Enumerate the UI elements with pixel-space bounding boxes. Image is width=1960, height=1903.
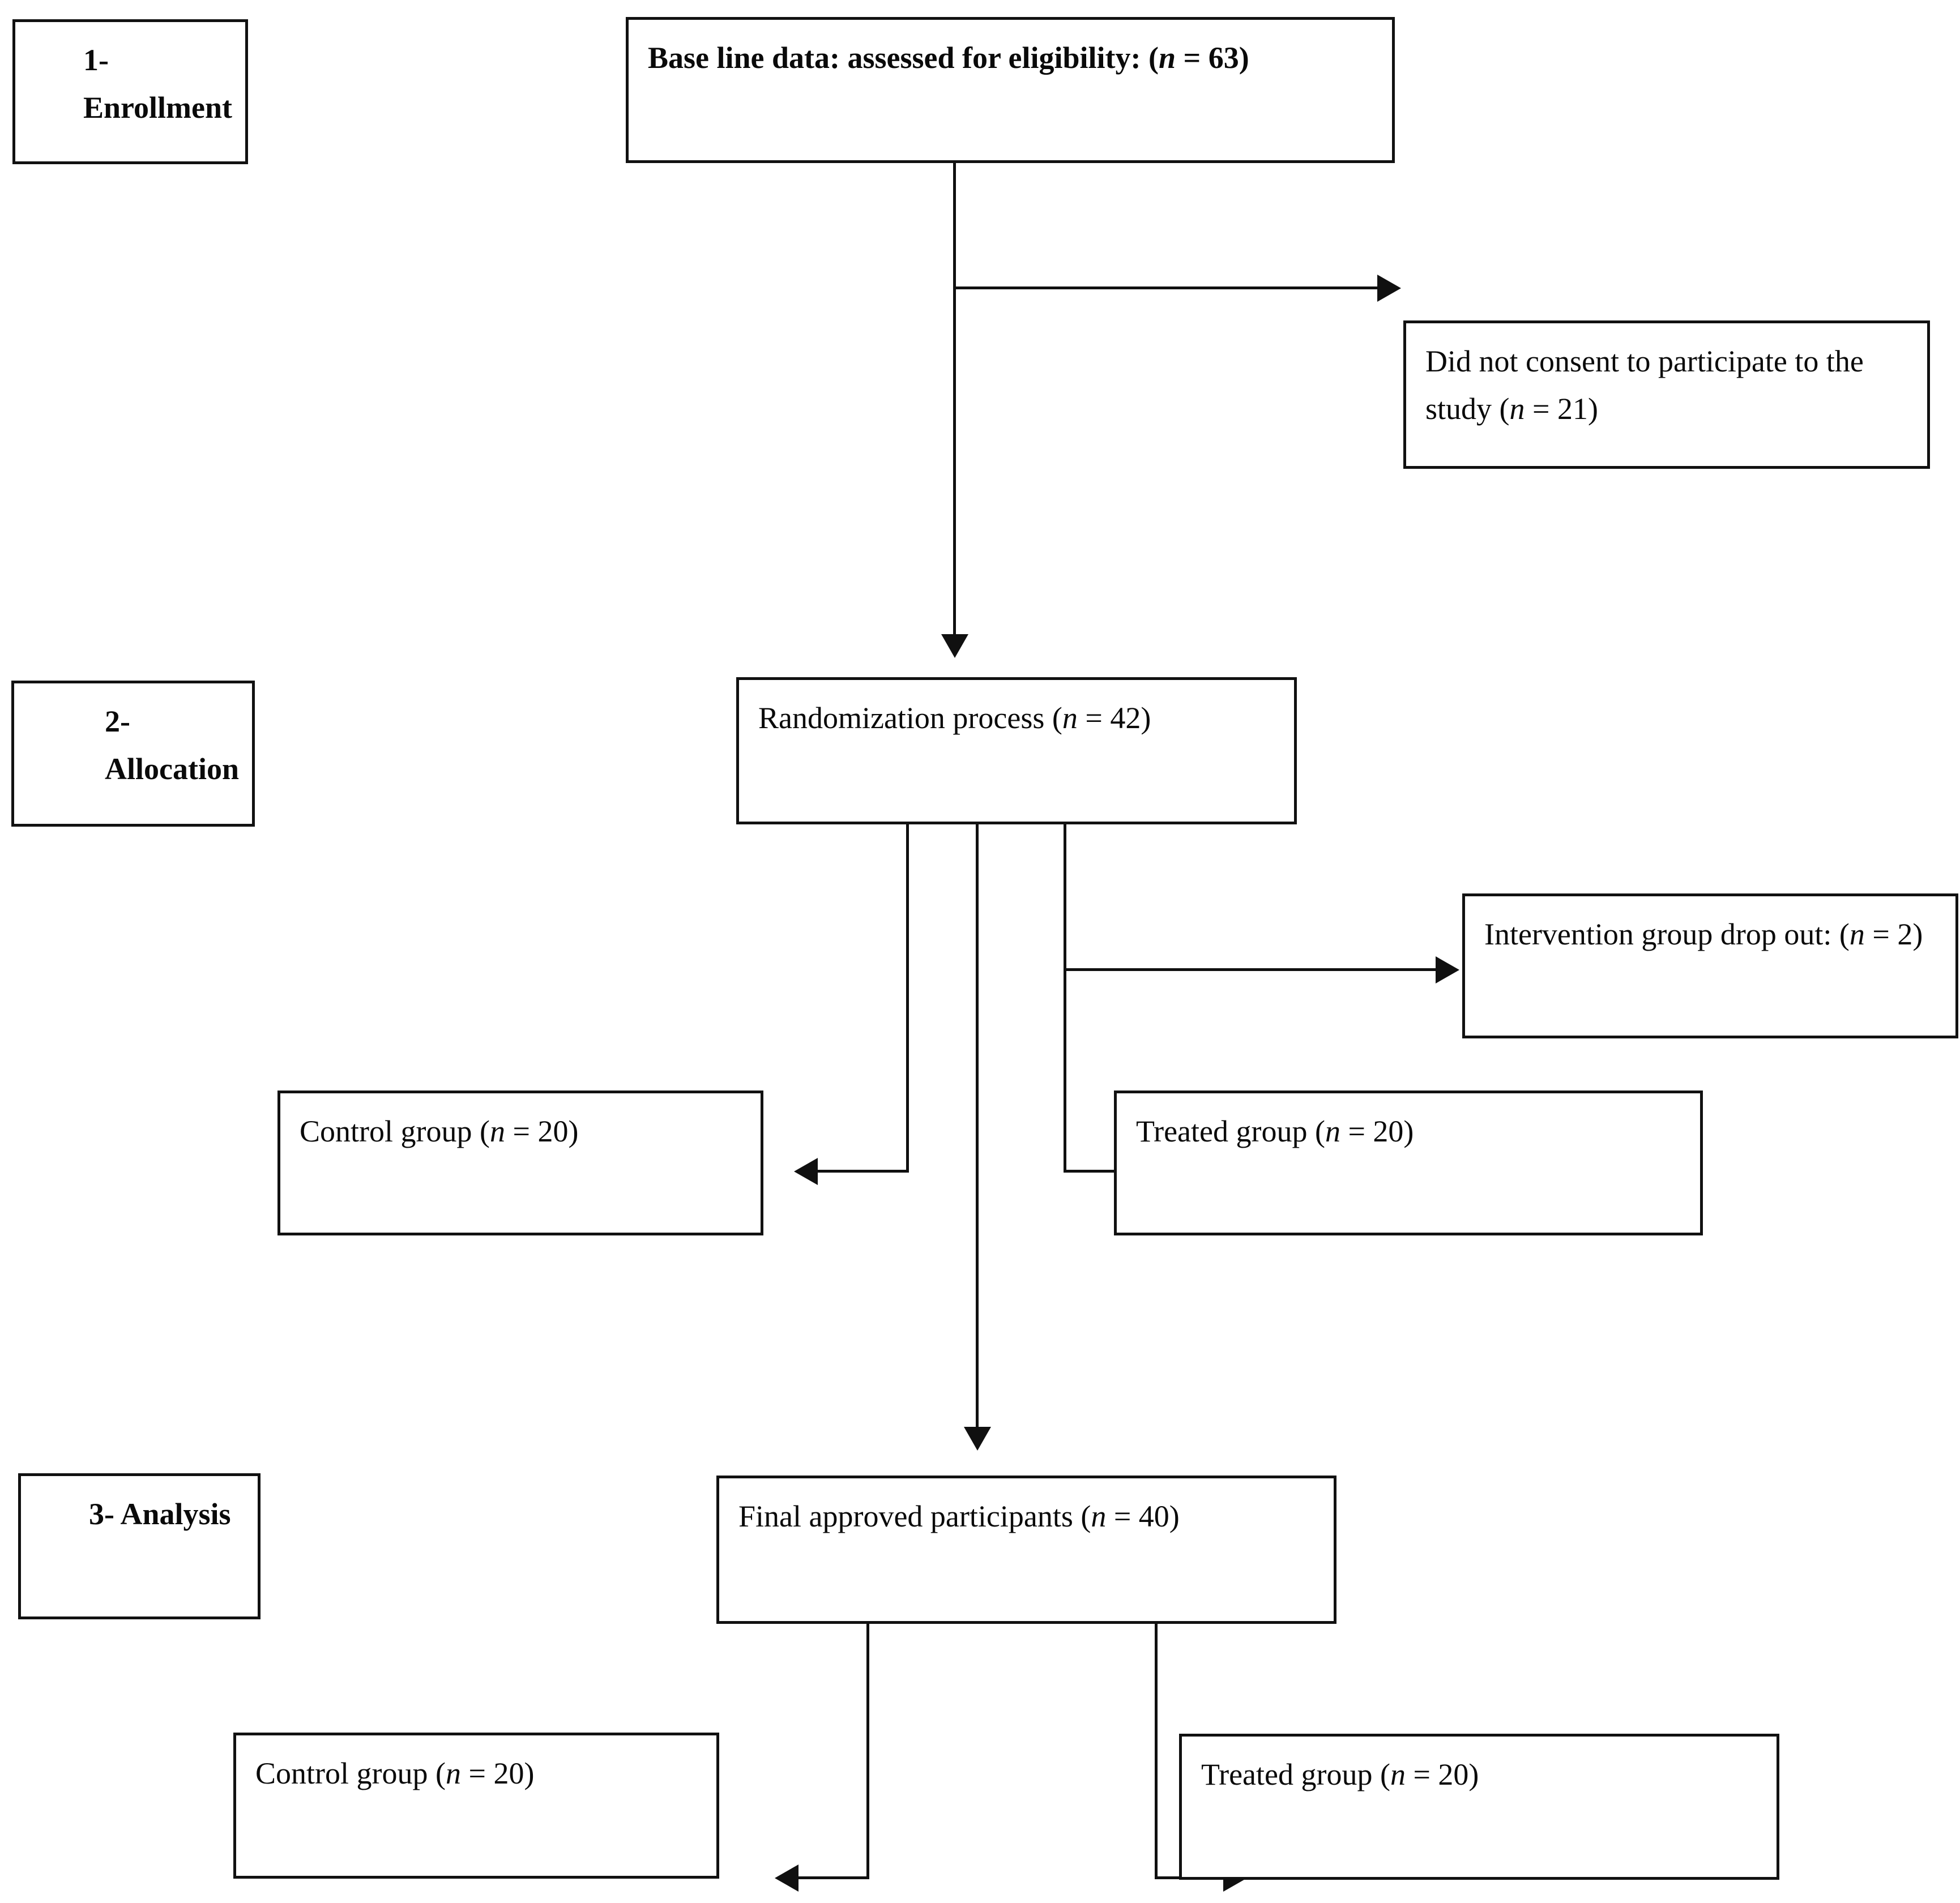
node-treated-group-analysis: Treated group (n = 20) bbox=[1179, 1734, 1779, 1880]
node-intervention-dropout-label: Intervention group drop out: (n = 2) bbox=[1484, 911, 1938, 959]
node-treated-group-allocation-label: Treated group (n = 20) bbox=[1136, 1108, 1683, 1156]
connector-final-to-control-vline bbox=[866, 1623, 869, 1879]
treated-analysis-prefix: Treated group ( bbox=[1201, 1757, 1390, 1791]
arrow-baseline-to-not-consent bbox=[1377, 275, 1401, 302]
node-did-not-consent-label: Did not consent to participate to the st… bbox=[1425, 338, 1910, 433]
dropout-prefix: Intervention group drop out: ( bbox=[1484, 917, 1850, 951]
arrow-randomization-to-control bbox=[794, 1158, 818, 1185]
final-suffix: = 40) bbox=[1106, 1499, 1180, 1533]
dropout-n-italic: n bbox=[1849, 917, 1865, 951]
connector-randomization-to-control-vline bbox=[906, 824, 909, 1172]
node-treated-group-allocation: Treated group (n = 20) bbox=[1114, 1091, 1703, 1235]
control-analysis-suffix: = 20) bbox=[460, 1756, 535, 1790]
arrow-final-to-control bbox=[775, 1864, 798, 1892]
stage-label-enrollment: 1- Enrollment bbox=[83, 43, 233, 125]
arrow-randomization-to-final bbox=[964, 1427, 991, 1451]
arrow-randomization-to-dropout bbox=[1436, 956, 1459, 983]
connector-randomization-to-dropout-hline bbox=[1064, 968, 1437, 971]
connector-randomization-to-control-hline bbox=[818, 1170, 909, 1173]
final-n-italic: n bbox=[1091, 1499, 1107, 1533]
randomization-prefix: Randomization process ( bbox=[758, 701, 1062, 735]
stage-box-allocation: 2- Allocation bbox=[11, 681, 255, 827]
control-alloc-suffix: = 20) bbox=[505, 1114, 579, 1148]
control-analysis-prefix: Control group ( bbox=[255, 1756, 446, 1790]
treated-analysis-n-italic: n bbox=[1390, 1757, 1406, 1791]
baseline-prefix: Base line data: assessed for eligibility… bbox=[648, 41, 1159, 75]
connector-final-to-treated-vline bbox=[1155, 1623, 1158, 1879]
node-baseline-data: Base line data: assessed for eligibility… bbox=[626, 17, 1395, 163]
node-did-not-consent: Did not consent to participate to the st… bbox=[1403, 320, 1930, 469]
randomization-n-italic: n bbox=[1062, 701, 1078, 735]
node-baseline-data-label: Base line data: assessed for eligibility… bbox=[648, 35, 1375, 82]
control-alloc-n-italic: n bbox=[489, 1114, 505, 1148]
baseline-n-italic: n bbox=[1158, 41, 1176, 75]
randomization-suffix: = 42) bbox=[1077, 701, 1151, 735]
node-randomization-process: Randomization process (n = 42) bbox=[736, 677, 1297, 824]
connector-baseline-to-randomization-vline bbox=[953, 163, 956, 638]
stage-label-allocation: 2- Allocation bbox=[105, 704, 239, 786]
node-control-group-analysis: Control group (n = 20) bbox=[233, 1733, 719, 1879]
control-analysis-n-italic: n bbox=[445, 1756, 461, 1790]
stage-box-enrollment: 1- Enrollment bbox=[12, 19, 248, 164]
node-final-approved-label: Final approved participants (n = 40) bbox=[738, 1493, 1317, 1541]
node-intervention-dropout: Intervention group drop out: (n = 2) bbox=[1462, 893, 1958, 1038]
stage-label-analysis: 3- Analysis bbox=[89, 1497, 231, 1531]
not-consent-suffix: = 21) bbox=[1525, 391, 1598, 426]
treated-alloc-n-italic: n bbox=[1325, 1114, 1340, 1148]
connector-randomization-to-final-vline bbox=[976, 824, 979, 1430]
node-randomization-label: Randomization process (n = 42) bbox=[758, 695, 1277, 742]
node-control-group-allocation: Control group (n = 20) bbox=[277, 1091, 763, 1235]
node-final-approved-participants: Final approved participants (n = 40) bbox=[716, 1476, 1336, 1624]
not-consent-n-italic: n bbox=[1509, 391, 1525, 426]
connector-randomization-right-branch-vline bbox=[1064, 824, 1066, 1172]
arrow-baseline-to-randomization bbox=[941, 634, 968, 658]
treated-alloc-prefix: Treated group ( bbox=[1136, 1114, 1325, 1148]
treated-alloc-suffix: = 20) bbox=[1340, 1114, 1414, 1148]
connector-randomization-to-treated-hline bbox=[1064, 1170, 1134, 1173]
not-consent-prefix: Did not consent to participate to the st… bbox=[1425, 344, 1864, 426]
node-control-group-allocation-label: Control group (n = 20) bbox=[300, 1108, 744, 1156]
connector-baseline-to-not-consent-hline bbox=[953, 286, 1379, 289]
baseline-suffix: = 63) bbox=[1176, 41, 1249, 75]
control-alloc-prefix: Control group ( bbox=[300, 1114, 490, 1148]
connector-final-to-control-hline bbox=[798, 1876, 869, 1879]
node-control-group-analysis-label: Control group (n = 20) bbox=[255, 1750, 699, 1798]
treated-analysis-suffix: = 20) bbox=[1405, 1757, 1479, 1791]
dropout-suffix: = 2) bbox=[1864, 917, 1923, 951]
stage-box-analysis: 3- Analysis bbox=[18, 1473, 261, 1619]
node-treated-group-analysis-label: Treated group (n = 20) bbox=[1201, 1751, 1760, 1799]
final-prefix: Final approved participants ( bbox=[738, 1499, 1091, 1533]
